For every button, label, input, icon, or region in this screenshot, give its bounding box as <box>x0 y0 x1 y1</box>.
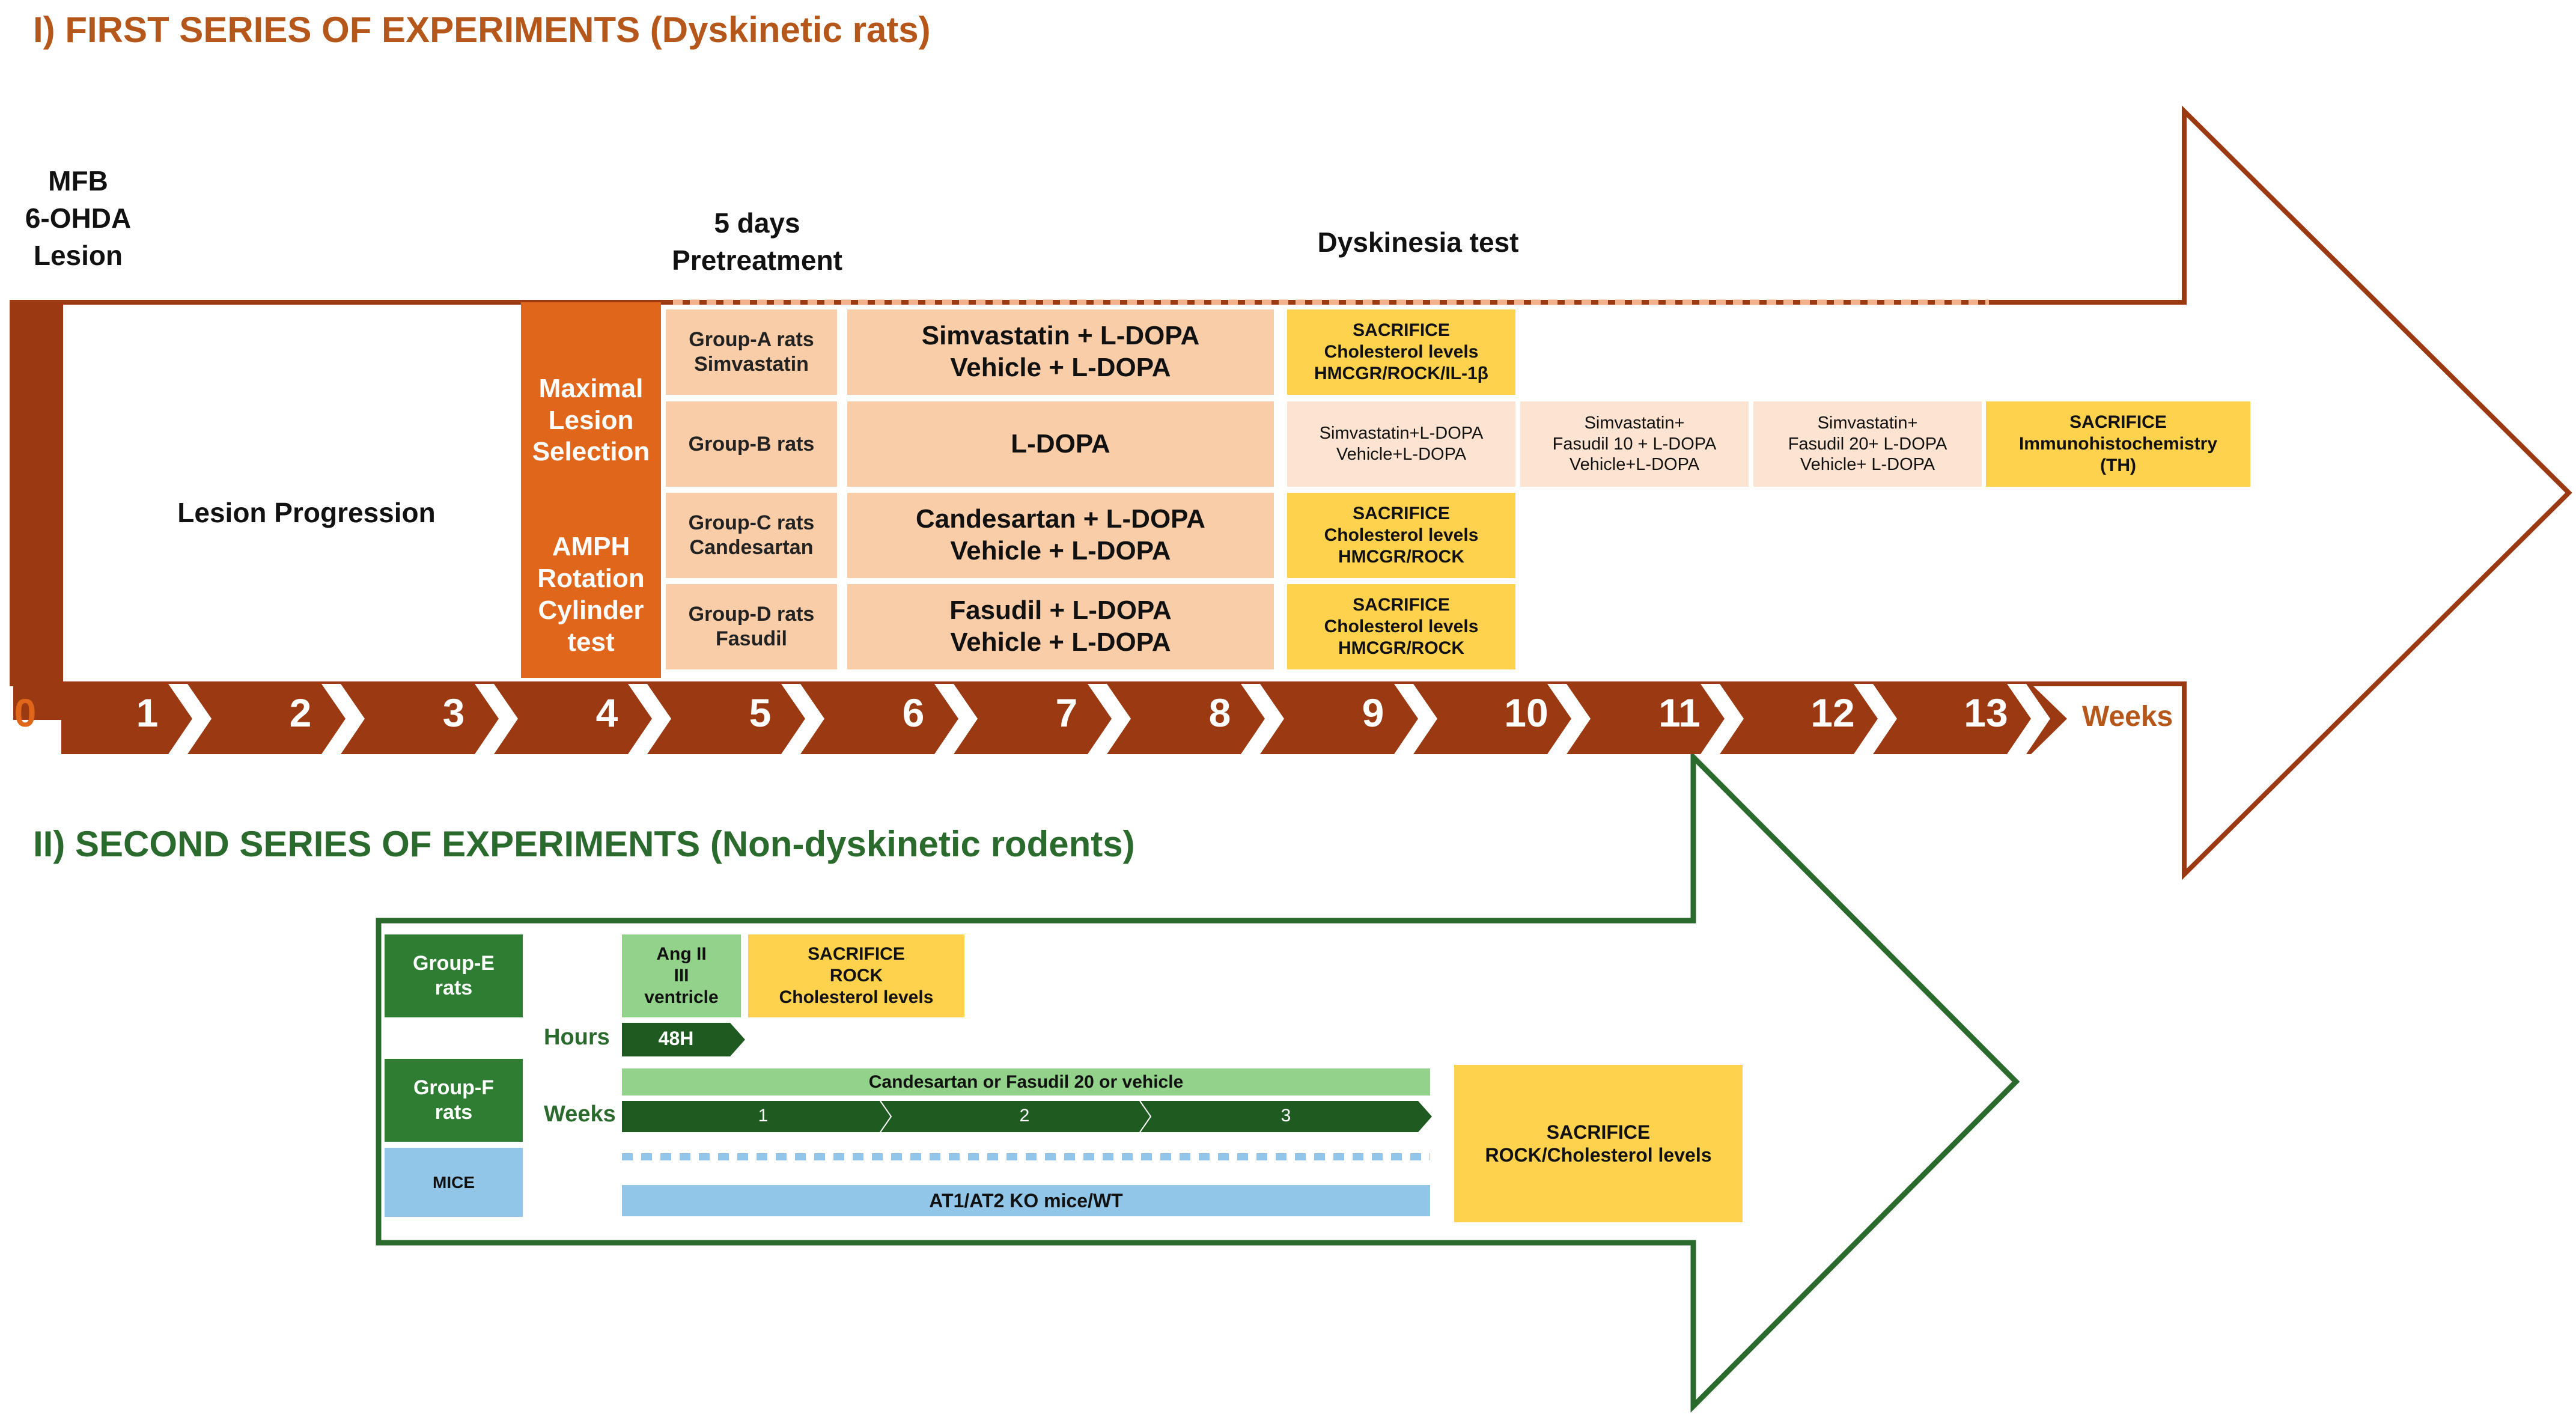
week-1-label: 1 <box>136 690 159 735</box>
week-chevron-separator <box>1547 684 1591 754</box>
week-6-label: 6 <box>902 690 925 735</box>
week-chevron-separator <box>1088 684 1131 754</box>
week-4-label: 4 <box>595 690 618 735</box>
week-chevron-separator <box>628 684 671 754</box>
lesion-label: MFB 6-OHDA Lesion <box>25 165 132 272</box>
group-b-followup-week10: Simvastatin+ Fasudil 10 + L-DOPA Vehicle… <box>1520 401 1749 487</box>
week-tick-3: 3 <box>1280 1106 1291 1126</box>
week-2-label: 2 <box>289 690 312 735</box>
week-chevron-separator <box>1701 684 1744 754</box>
final-sacrifice: SACRIFICE ROCK/Cholesterol levels <box>1454 1065 1743 1222</box>
week-13-label: 13 <box>1964 690 2008 735</box>
group-c-sacrifice: SACRIFICE Cholesterol levels HMCGR/ROCK <box>1287 493 1515 578</box>
treatment-bar: Candesartan or Fasudil 20 or vehicle <box>622 1068 1430 1095</box>
selection-column <box>521 302 661 678</box>
group-b-followup-week11: Simvastatin+ Fasudil 20+ L-DOPA Vehicle+… <box>1753 401 1982 487</box>
week-8-label: 8 <box>1208 690 1231 735</box>
group-b-sacrifice: SACRIFICE Immunohistochemistry (TH) <box>1986 401 2250 487</box>
week-11-label: 11 <box>1658 690 1701 735</box>
group-c-box: Group-C rats Candesartan <box>666 493 837 578</box>
group-d-treatment: Fasudil + L-DOPA Vehicle + L-DOPA <box>847 584 1274 669</box>
hours-label: Hours <box>544 1025 610 1050</box>
group-b-treatment: L-DOPA <box>847 401 1274 487</box>
amph-rotation-test: AMPH Rotation Cylinder test <box>537 532 645 657</box>
week-chevron-separator <box>168 684 212 754</box>
week-chevron-separator <box>934 684 978 754</box>
week-tick-2: 2 <box>1019 1106 1030 1126</box>
group-a-sacrifice: SACRIFICE Cholesterol levels HMCGR/ROCK/… <box>1287 309 1515 395</box>
week-12-label: 12 <box>1810 690 1855 735</box>
group-b-followup-week9: Simvastatin+L-DOPA Vehicle+L-DOPA <box>1287 401 1515 487</box>
mice-bar: AT1/AT2 KO mice/WT <box>622 1185 1430 1216</box>
week-tick-1: 1 <box>758 1106 769 1126</box>
group-a-treatment: Simvastatin + L-DOPA Vehicle + L-DOPA <box>847 309 1274 395</box>
week-10-label: 10 <box>1504 690 1548 735</box>
pretreatment-label: 5 days Pretreatment <box>672 207 842 276</box>
week-timeline-band <box>13 684 2067 754</box>
section2-title: II) SECOND SERIES OF EXPERIMENTS (Non-dy… <box>33 824 1135 864</box>
week-7-label: 7 <box>1055 690 1078 735</box>
group-a-box: Group-A rats Simvastatin <box>666 309 837 395</box>
week-0-label: 0 <box>14 690 37 735</box>
week-5-label: 5 <box>749 690 772 735</box>
week-chevron-separator <box>321 684 365 754</box>
lesion-bar <box>12 302 63 684</box>
group-d-box: Group-D rats Fasudil <box>666 584 837 669</box>
hours-chevron <box>622 1023 745 1056</box>
week-chevron-separator <box>781 684 824 754</box>
ang-ii-box: Ang II III ventricle <box>622 934 741 1017</box>
week-chevron-separator <box>1394 684 1437 754</box>
weeks-unit-label: Weeks <box>2082 701 2173 733</box>
group-e-sacrifice: SACRIFICE ROCK Cholesterol levels <box>748 934 964 1017</box>
group-b-box: Group-B rats <box>666 401 837 487</box>
week-chevron-separator <box>1854 684 1897 754</box>
section2-arrow-outline <box>376 751 2020 1413</box>
dyskinesia-test-label: Dyskinesia test <box>1317 227 1519 258</box>
group-c-treatment: Candesartan + L-DOPA Vehicle + L-DOPA <box>847 493 1274 578</box>
week-9-label: 9 <box>1362 690 1384 735</box>
weeks-label-section2: Weeks <box>544 1102 616 1127</box>
week-chevron-separator <box>2007 684 2050 754</box>
week-chevron-timeline <box>13 684 2067 754</box>
week-chevron-separator <box>475 684 518 754</box>
week-3-label: 3 <box>442 690 465 735</box>
mice-box: MICE <box>385 1148 523 1217</box>
weeks-chevron-bar <box>622 1101 1432 1132</box>
maximal-lesion-selection: Maximal Lesion Selection <box>532 373 650 467</box>
week-chevron-separator <box>1241 684 1284 754</box>
group-d-sacrifice: SACRIFICE Cholesterol levels HMCGR/ROCK <box>1287 584 1515 669</box>
hours-value: 48H <box>658 1028 694 1049</box>
lesion-progression-label: Lesion Progression <box>177 497 436 528</box>
section1-title: I) FIRST SERIES OF EXPERIMENTS (Dyskinet… <box>33 10 931 50</box>
group-e-box: Group-E rats <box>385 934 523 1017</box>
group-f-box: Group-F rats <box>385 1059 523 1142</box>
